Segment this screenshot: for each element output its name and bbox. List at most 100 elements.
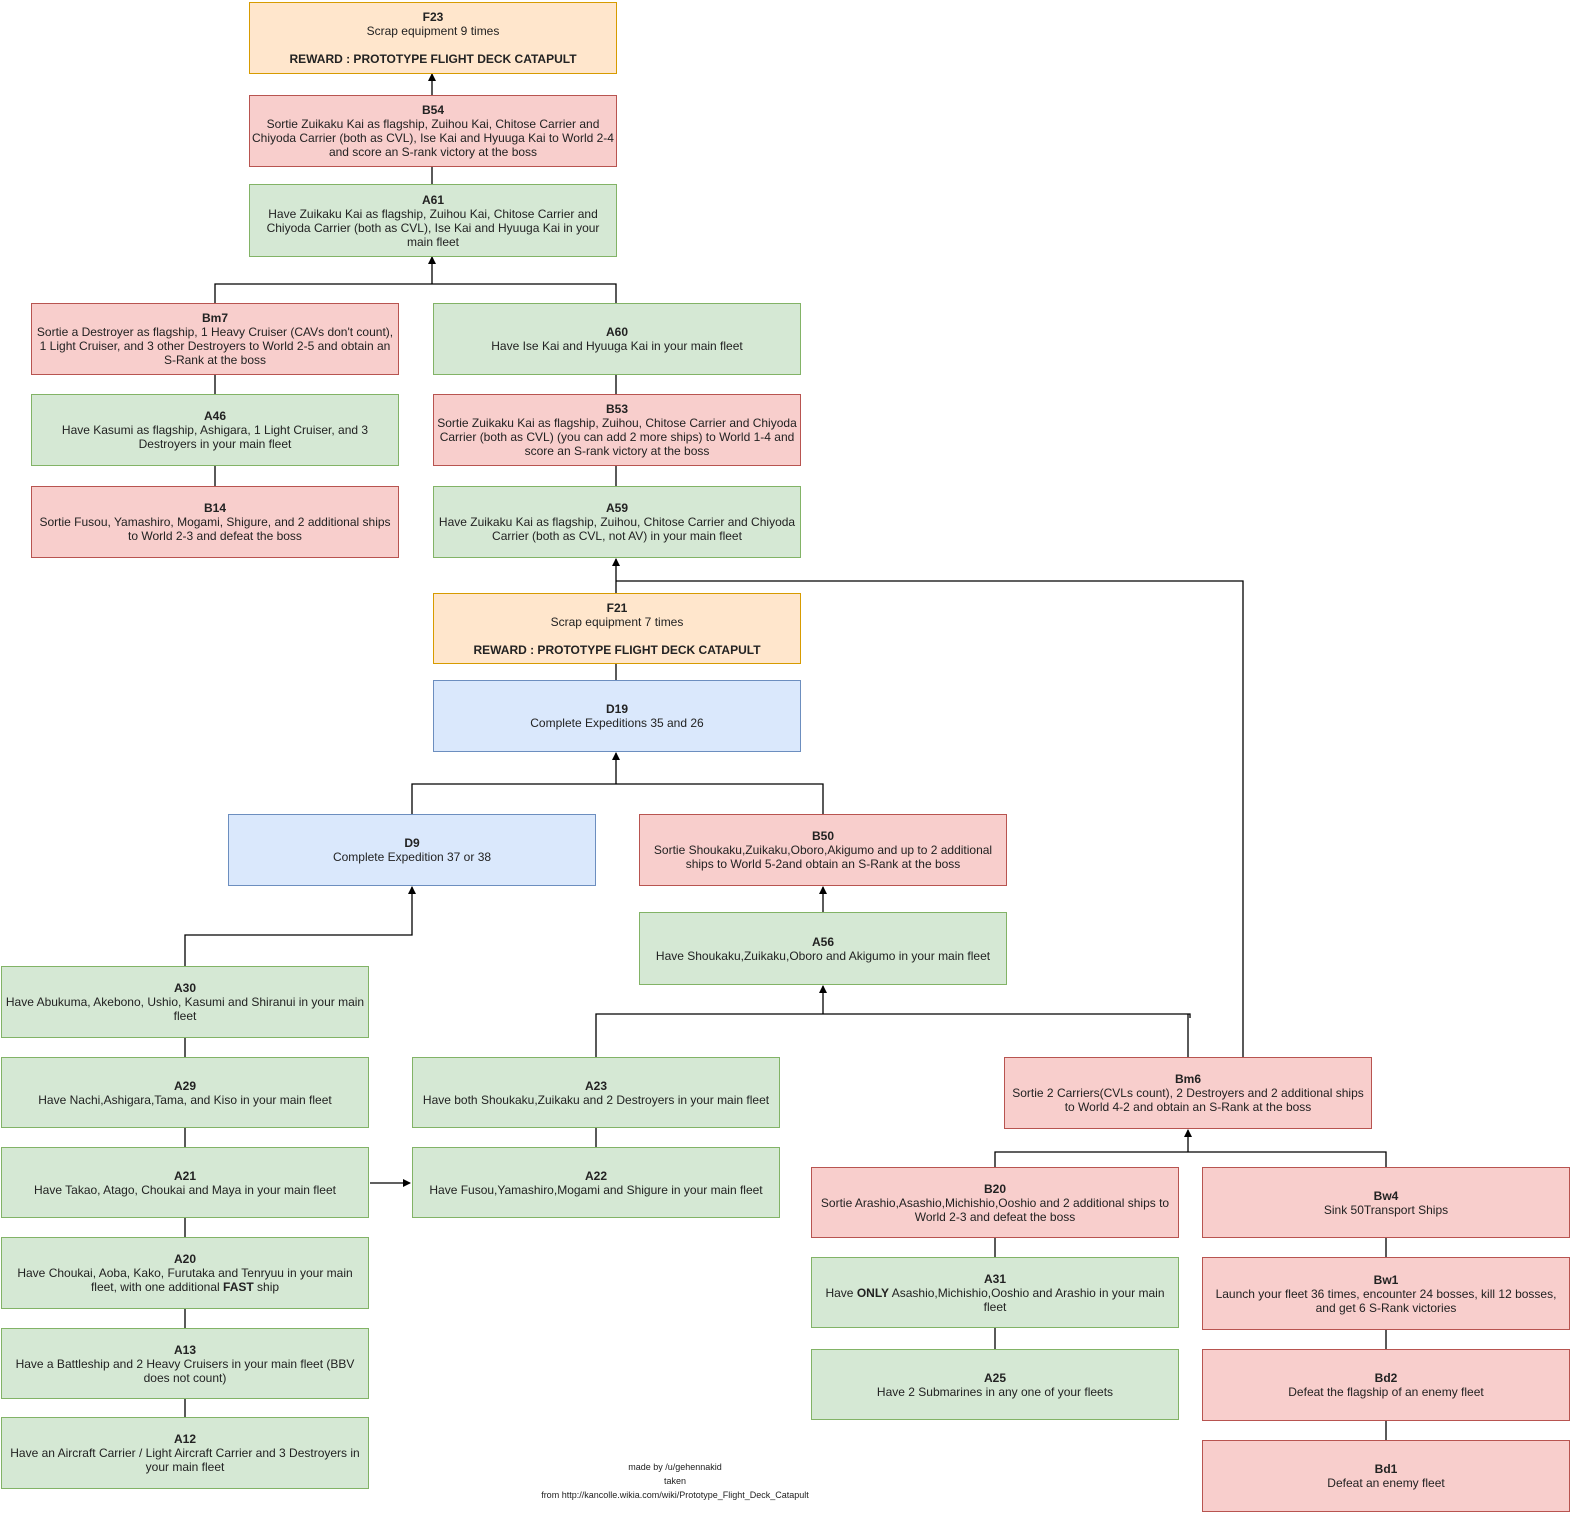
quest-node-a23: A23 Have both Shoukaku,Zuikaku and 2 Des…	[412, 1057, 780, 1128]
quest-description: Have ONLY Asashio,Michishio,Ooshio and A…	[814, 1286, 1176, 1314]
quest-node-a56: A56 Have Shoukaku,Zuikaku,Oboro and Akig…	[639, 912, 1007, 985]
edge-bm6-a59	[616, 580, 1244, 1057]
quest-id: A31	[983, 1271, 1006, 1286]
quest-description: Have a Battleship and 2 Heavy Cruisers i…	[15, 1356, 355, 1385]
quest-description: Sortie Shoukaku,Zuikaku,Oboro,Akigumo an…	[653, 843, 993, 871]
quest-node-f23: F23 Scrap equipment 9 times REWARD : PRO…	[249, 2, 617, 74]
quest-node-bm6: Bm6 Sortie 2 Carriers(CVLs count), 2 Des…	[1004, 1057, 1372, 1129]
quest-description-part: Have	[825, 1285, 857, 1300]
quest-node-a21: A21 Have Takao, Atago, Choukai and Maya …	[1, 1147, 369, 1218]
quest-description-emphasis: FAST	[223, 1280, 254, 1294]
quest-node-bw1: Bw1 Launch your fleet 36 times, encounte…	[1202, 1257, 1570, 1330]
edge-bm7-a61	[214, 283, 617, 303]
quest-id: B53	[605, 402, 628, 416]
credit-author: made by /u/gehennakid	[628, 1462, 722, 1472]
quest-id: D9	[404, 836, 420, 850]
edge-a23-bm6-a56	[595, 1013, 1191, 1057]
quest-description: Have an Aircraft Carrier / Light Aircraf…	[10, 1446, 360, 1474]
quest-node-a59: A59 Have Zuikaku Kai as flagship, Zuihou…	[433, 486, 801, 558]
quest-node-a25: A25 Have 2 Submarines in any one of your…	[811, 1349, 1179, 1420]
quest-node-a31: A31 Have ONLY Asashio,Michishio,Ooshio a…	[811, 1257, 1179, 1328]
quest-id: A61	[421, 192, 444, 207]
quest-description: Scrap equipment 7 times	[550, 614, 684, 629]
quest-description-part: Have Choukai, Aoba, Kako, Furutaka and T…	[17, 1266, 353, 1294]
quest-description: Have Zuikaku Kai as flagship, Zuihou, Ch…	[438, 515, 796, 543]
quest-id: B14	[203, 501, 226, 515]
quest-node-a20: A20 Have Choukai, Aoba, Kako, Furutaka a…	[1, 1237, 369, 1309]
quest-node-b50: B50 Sortie Shoukaku,Zuikaku,Oboro,Akigum…	[639, 814, 1007, 886]
quest-description-emphasis: ONLY	[856, 1285, 890, 1300]
quest-id: A56	[811, 934, 834, 949]
quest-description: Sortie 2 Carriers(CVLs count), 2 Destroy…	[1012, 1086, 1364, 1114]
quest-description: Have Fusou,Yamashiro,Mogami and Shigure …	[429, 1182, 763, 1197]
quest-node-b54: B54 Sortie Zuikaku Kai as flagship, Zuih…	[249, 95, 617, 167]
quest-id: Bw4	[1373, 1188, 1399, 1203]
quest-description: Sortie Fusou, Yamashiro, Mogami, Shigure…	[39, 515, 391, 543]
quest-id: A12	[173, 1432, 196, 1446]
quest-id: A13	[173, 1342, 196, 1357]
quest-node-bw4: Bw4 Sink 50Transport Ships	[1202, 1167, 1570, 1238]
quest-node-a13: A13 Have a Battleship and 2 Heavy Cruise…	[1, 1328, 369, 1399]
quest-node-a46: A46 Have Kasumi as flagship, Ashigara, 1…	[31, 394, 399, 466]
quest-node-d19: D19 Complete Expeditions 35 and 26	[433, 680, 801, 752]
quest-id: A21	[173, 1168, 196, 1183]
quest-description-part: ship	[253, 1280, 280, 1294]
quest-id: F21	[606, 600, 628, 615]
quest-description: Defeat the flagship of an enemy fleet	[1288, 1385, 1484, 1399]
quest-node-d9: D9 Complete Expedition 37 or 38	[228, 814, 596, 886]
quest-node-bd2: Bd2 Defeat the flagship of an enemy flee…	[1202, 1349, 1570, 1421]
quest-id: B54	[421, 103, 444, 117]
quest-id: D19	[605, 702, 628, 716]
quest-id: B50	[811, 829, 834, 843]
edge-b20-bw4-bm6	[994, 1151, 1387, 1167]
edge-a30-d9	[184, 886, 416, 966]
quest-description: Have Abukuma, Akebono, Ushio, Kasumi and…	[5, 995, 365, 1023]
quest-description: Complete Expedition 37 or 38	[332, 850, 492, 864]
quest-description: Defeat an enemy fleet	[1327, 1476, 1445, 1490]
quest-description: Have 2 Submarines in any one of your fle…	[876, 1384, 1114, 1399]
quest-id: A46	[203, 409, 226, 423]
quest-id: A29	[173, 1078, 196, 1093]
credit-taken: taken	[663, 1476, 687, 1486]
quest-id: A30	[173, 981, 196, 995]
quest-node-a29: A29 Have Nachi,Ashigara,Tama, and Kiso i…	[1, 1057, 369, 1128]
quest-node-b14: B14 Sortie Fusou, Yamashiro, Mogami, Shi…	[31, 486, 399, 558]
quest-description-part: Asashio,Michishio,Ooshio and Arashio in …	[889, 1285, 1165, 1314]
quest-node-bd1: Bd1 Defeat an enemy fleet	[1202, 1440, 1570, 1512]
edge-d9-b50-d19	[411, 783, 824, 814]
quest-description: Have Ise Kai and Hyuuga Kai in your main…	[491, 339, 743, 353]
quest-description: Have Shoukaku,Zuikaku,Oboro and Akigumo …	[655, 948, 991, 963]
quest-id: A22	[584, 1168, 607, 1183]
quest-description: Sortie a Destroyer as flagship, 1 Heavy …	[36, 325, 394, 367]
quest-node-a30: A30 Have Abukuma, Akebono, Ushio, Kasumi…	[1, 966, 369, 1038]
quest-description: Have Kasumi as flagship, Ashigara, 1 Lig…	[61, 423, 369, 451]
quest-description: Have Takao, Atago, Choukai and Maya in y…	[34, 1182, 336, 1197]
quest-node-bm7: Bm7 Sortie a Destroyer as flagship, 1 He…	[31, 303, 399, 375]
quest-node-a12: A12 Have an Aircraft Carrier / Light Air…	[1, 1417, 369, 1489]
quest-node-a61: A61 Have Zuikaku Kai as flagship, Zuihou…	[249, 184, 617, 257]
quest-description: Launch your fleet 36 times, encounter 24…	[1215, 1286, 1557, 1315]
quest-id: Bm7	[201, 311, 228, 325]
quest-description: Have Zuikaku Kai as flagship, Zuihou Kai…	[266, 206, 600, 249]
quest-node-b53: B53 Sortie Zuikaku Kai as flagship, Zuih…	[433, 394, 801, 466]
quest-id: A59	[605, 501, 628, 515]
quest-description: Have Choukai, Aoba, Kako, Furutaka and T…	[4, 1266, 366, 1294]
quest-description: Sink 50Transport Ships	[1323, 1202, 1449, 1217]
quest-description: Complete Expeditions 35 and 26	[530, 716, 704, 730]
quest-id: Bd1	[1374, 1462, 1398, 1476]
quest-node-a60: A60 Have Ise Kai and Hyuuga Kai in your …	[433, 303, 801, 375]
quest-description: Scrap equipment 9 times	[366, 24, 500, 38]
quest-reward: REWARD : PROTOTYPE FLIGHT DECK CATAPULT	[289, 52, 577, 66]
quest-node-a22: A22 Have Fusou,Yamashiro,Mogami and Shig…	[412, 1147, 780, 1218]
quest-description: Have both Shoukaku,Zuikaku and 2 Destroy…	[422, 1092, 770, 1107]
author-credit: made by /u/gehennakid taken from http://…	[520, 1460, 830, 1502]
quest-description: Have Nachi,Ashigara,Tama, and Kiso in yo…	[38, 1092, 332, 1107]
quest-id: Bm6	[1174, 1072, 1201, 1086]
quest-node-b20: B20 Sortie Arashio,Asashio,Michishio,Oos…	[811, 1167, 1179, 1238]
quest-node-f21: F21 Scrap equipment 7 times REWARD : PRO…	[433, 593, 801, 664]
quest-id: B20	[983, 1181, 1006, 1196]
quest-id: F23	[422, 10, 444, 24]
quest-id: A23	[584, 1078, 607, 1093]
credit-source: from http://kancolle.wikia.com/wiki/Prot…	[541, 1490, 809, 1500]
